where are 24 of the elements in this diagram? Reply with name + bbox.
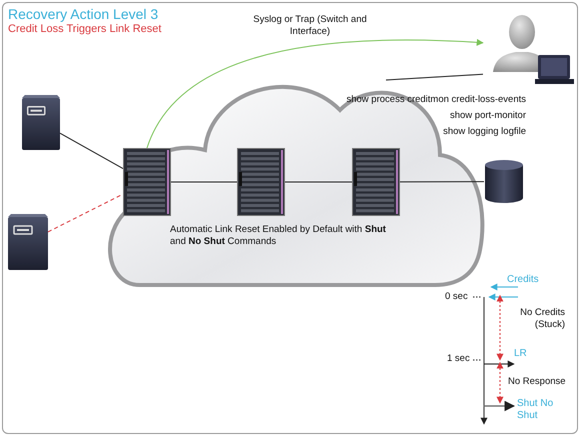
time-label: 0 sec xyxy=(445,291,468,303)
server-icon xyxy=(8,214,48,270)
switch-chassis-icon xyxy=(237,148,285,216)
signal-label: Shut No Shut xyxy=(517,398,554,422)
cloud-caption: Automatic Link Reset Enabled by Default with Shut and No Shut Commands xyxy=(170,224,387,248)
database-icon xyxy=(484,159,524,204)
link-line xyxy=(386,74,484,80)
server-icon xyxy=(22,95,60,150)
switch-chassis-icon xyxy=(352,148,400,216)
dashed-link-line xyxy=(48,194,124,232)
switch-chassis-icon xyxy=(123,148,171,216)
signal-label: Credits xyxy=(507,274,539,286)
time-label: 1 sec xyxy=(447,353,470,365)
diagram-subtitle: Credit Loss Triggers Link Reset xyxy=(8,23,162,35)
command-text: show process creditmon credit-loss-events xyxy=(345,94,526,106)
command-text: show logging logfile xyxy=(442,126,526,138)
link-line xyxy=(400,181,484,182)
diagram-title: Recovery Action Level 3 xyxy=(8,6,158,23)
notification-arrow xyxy=(146,39,484,148)
command-text: show port-monitor xyxy=(448,110,526,122)
signal-label: LR xyxy=(514,348,527,360)
interval-label: No Credits (Stuck) xyxy=(519,307,565,331)
interval-label: No Response xyxy=(508,376,566,388)
link-line xyxy=(60,132,124,170)
